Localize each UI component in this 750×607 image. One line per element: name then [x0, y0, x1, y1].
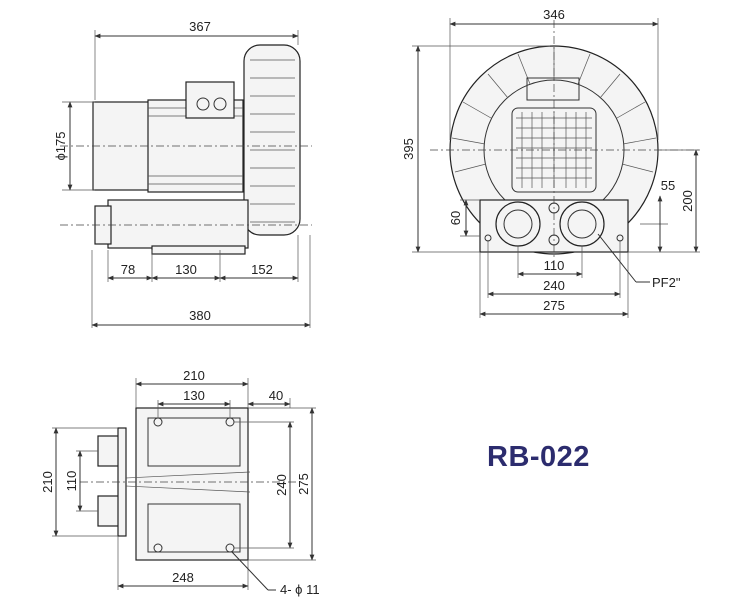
- dim-bottom-275: 275: [296, 473, 311, 495]
- dim-200: 200: [680, 190, 695, 212]
- dim-bottom-240: 240: [274, 474, 289, 496]
- front-view: 346 395 200 55 60 110 240 275: [401, 7, 700, 318]
- inlet-port: [495, 201, 541, 247]
- dim-367: 367: [189, 19, 211, 34]
- mount-hole: [153, 543, 163, 553]
- dim-275: 275: [543, 298, 565, 313]
- bottom-view: 210 130 40 210 110 240 275 248: [40, 368, 320, 597]
- dim-diameter-175: ϕ175: [53, 132, 68, 161]
- dim-346: 346: [543, 7, 565, 22]
- side-base-plate: [151, 245, 246, 255]
- dim-380: 380: [189, 308, 211, 323]
- mount-holes-label: 4- ϕ 11: [280, 582, 320, 597]
- dim-bottom-130: 130: [183, 388, 205, 403]
- dim-395: 395: [401, 138, 416, 160]
- outlet-port: [559, 201, 605, 247]
- terminal-box: [185, 81, 235, 119]
- cooling-fins: [250, 59, 295, 223]
- model-title: RB-022: [487, 441, 590, 473]
- bottom-base-plate: [135, 407, 249, 561]
- dim-bottom-210: 210: [183, 368, 205, 383]
- dim-110: 110: [544, 258, 565, 273]
- bottom-port-bottom: [97, 495, 121, 527]
- side-lower-body: [107, 199, 249, 249]
- blower-housing: [243, 44, 301, 236]
- port-thread-label: PF2": [652, 275, 681, 290]
- dim-bottom-40: 40: [269, 388, 283, 403]
- dim-60: 60: [448, 211, 463, 225]
- dim-bottom-left-210: 210: [40, 471, 55, 493]
- bottom-slot-top: [147, 417, 241, 467]
- dim-130: 130: [175, 262, 197, 277]
- dim-bottom-left-110: 110: [64, 471, 79, 492]
- dim-bottom-248: 248: [172, 570, 194, 585]
- dim-152: 152: [251, 262, 273, 277]
- side-view: 367 ϕ175 78 130 152 380: [53, 19, 312, 328]
- bottom-slot-bottom: [147, 503, 241, 553]
- dim-55: 55: [661, 178, 675, 193]
- top-box: [526, 77, 580, 101]
- dim-78: 78: [121, 262, 135, 277]
- bottom-port-top: [97, 435, 121, 467]
- dim-240: 240: [543, 278, 565, 293]
